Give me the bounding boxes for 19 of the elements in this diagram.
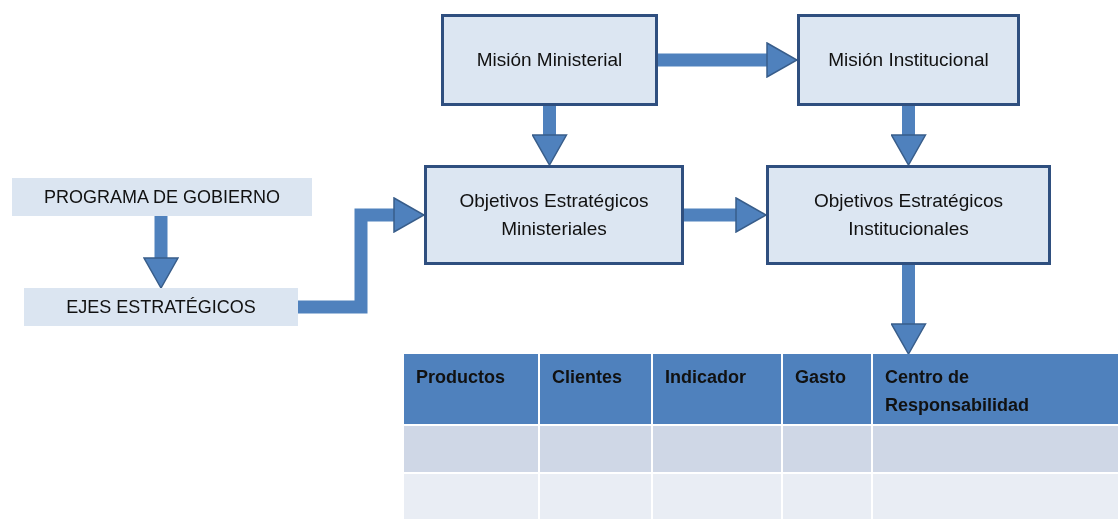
text-band: PROGRAMA DE GOBIERNO [12, 178, 312, 216]
process-box: Objetivos Estratégicos Ministeriales [424, 165, 684, 265]
column-header: Centro de Responsabilidad [885, 366, 1031, 417]
data-table [404, 354, 1120, 519]
process-box: Misión Institucional [797, 14, 1020, 106]
block-arrow [684, 197, 767, 233]
block-arrow [658, 42, 798, 78]
process-box: Objetivos Estratégicos Institucionales [766, 165, 1051, 265]
column-header: Productos [416, 366, 506, 389]
block-arrow [143, 216, 179, 289]
process-box: Misión Ministerial [441, 14, 658, 106]
column-header: Clientes [552, 366, 624, 389]
text-band: EJES ESTRATÉGICOS [24, 288, 298, 326]
block-arrow [890, 106, 927, 166]
block-arrow [531, 106, 568, 166]
block-arrow [298, 197, 425, 314]
column-header: Gasto [795, 366, 847, 389]
block-arrow [890, 265, 927, 355]
column-header: Indicador [665, 366, 747, 389]
